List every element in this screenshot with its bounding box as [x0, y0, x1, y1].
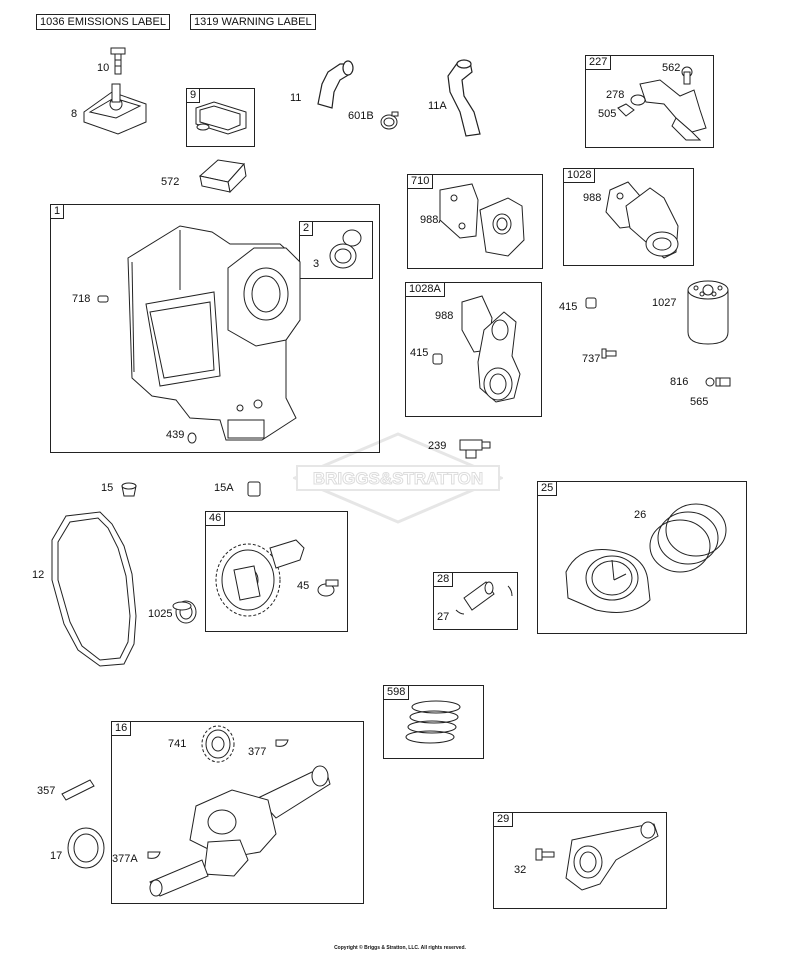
warning-label-tag: 1319 WARNING LABEL	[190, 14, 316, 30]
box-1-number: 1	[50, 204, 65, 219]
brand-watermark: BRIGGS&STRATTON	[293, 432, 503, 524]
seal-15-drawing	[121, 482, 137, 497]
seal-1025-drawing	[172, 600, 197, 624]
gasket-12-drawing	[51, 511, 137, 667]
plug-15a-drawing	[247, 481, 261, 497]
box-1028-number: 1028	[563, 168, 596, 183]
label-1027: 1027	[652, 297, 677, 309]
label-15a: 15A	[214, 482, 234, 494]
box-28: 28	[433, 572, 518, 630]
hose-11-drawing	[317, 60, 354, 109]
label-45: 45	[297, 580, 310, 592]
bracket-572-drawing	[198, 159, 247, 194]
bearing-17-drawing	[67, 827, 105, 869]
emissions-label-tag: 1036 EMISSIONS LABEL	[36, 14, 170, 30]
breather-8-drawing	[83, 83, 147, 135]
label-357: 357	[37, 785, 56, 797]
label-737: 737	[582, 353, 601, 365]
plug-737-drawing	[601, 348, 617, 359]
label-11: 11	[290, 92, 302, 104]
watermark-text: BRIGGS&STRATTON	[313, 469, 483, 488]
box-16-number: 16	[111, 721, 132, 736]
clamp-601b-drawing	[380, 111, 399, 130]
label-377a: 377A	[112, 853, 138, 865]
label-17: 17	[50, 850, 63, 862]
label-3: 3	[313, 258, 320, 270]
label-816: 816	[670, 376, 689, 388]
box-29-number: 29	[493, 812, 514, 827]
label-718: 718	[72, 293, 91, 305]
label-8: 8	[71, 108, 78, 120]
box-28-number: 28	[433, 572, 454, 587]
hose-11a-drawing	[447, 59, 481, 137]
box-29: 29	[493, 812, 667, 909]
label-741: 741	[168, 738, 187, 750]
label-415-in-1028a: 415	[410, 347, 429, 359]
box-1028: 1028	[563, 168, 694, 266]
label-239: 239	[428, 440, 447, 452]
label-278: 278	[606, 89, 625, 101]
screw-10-drawing	[110, 47, 126, 75]
box-1: 1	[50, 204, 380, 453]
label-12: 12	[32, 569, 45, 581]
label-572: 572	[161, 176, 180, 188]
box-2: 2	[299, 221, 373, 279]
copyright-footer: Copyright © Briggs & Stratton, LLC. All …	[334, 945, 466, 951]
box-46-number: 46	[205, 511, 226, 526]
box-2-number: 2	[299, 221, 314, 236]
washer-816-drawing	[705, 377, 715, 387]
box-1028a: 1028A	[405, 282, 542, 417]
label-32: 32	[514, 864, 527, 876]
label-988-in-1028a: 988	[435, 310, 454, 322]
label-377: 377	[248, 746, 267, 758]
box-598: 598	[383, 685, 484, 759]
oil-filter-1027-drawing	[687, 280, 729, 345]
plug-415-drawing	[585, 297, 597, 309]
pin-357-drawing	[61, 779, 95, 801]
box-9: 9	[186, 88, 255, 147]
box-710: 710	[407, 174, 543, 269]
label-988-in-1028: 988	[583, 192, 602, 204]
label-26: 26	[634, 509, 647, 521]
box-598-number: 598	[383, 685, 410, 700]
box-25-number: 25	[537, 481, 558, 496]
label-988a: 988A	[420, 214, 446, 226]
box-227-number: 227	[585, 55, 612, 70]
box-9-number: 9	[186, 88, 201, 103]
box-1028a-number: 1028A	[405, 282, 445, 297]
label-415: 415	[559, 301, 578, 313]
box-46: 46	[205, 511, 348, 632]
label-505: 505	[598, 108, 617, 120]
label-11a: 11A	[428, 100, 447, 112]
label-562: 562	[662, 62, 681, 74]
label-601b: 601B	[348, 110, 374, 122]
box-710-number: 710	[407, 174, 434, 189]
drain-565-drawing	[715, 377, 731, 387]
label-10: 10	[97, 62, 110, 74]
label-15: 15	[101, 482, 114, 494]
label-439: 439	[166, 429, 185, 441]
label-565: 565	[690, 396, 709, 408]
label-27: 27	[437, 611, 450, 623]
label-1025: 1025	[148, 608, 173, 620]
box-16: 16	[111, 721, 364, 904]
box-25: 25	[537, 481, 747, 634]
box-227: 227	[585, 55, 714, 148]
